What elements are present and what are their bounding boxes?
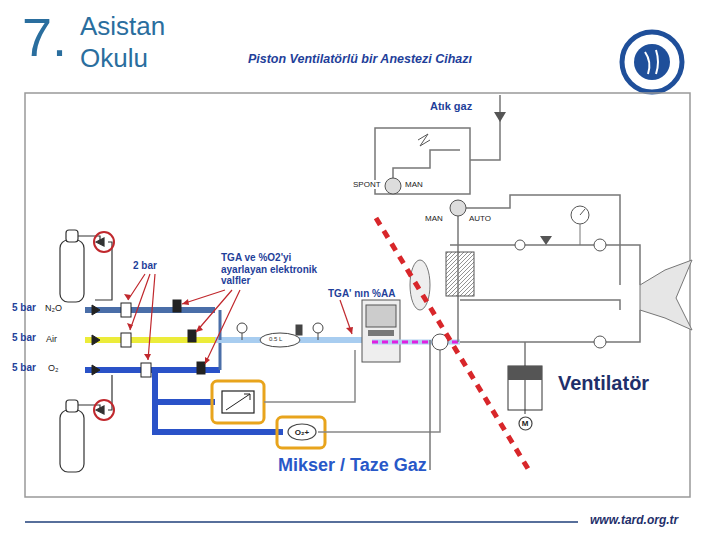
patient-y-piece <box>640 260 692 330</box>
highlight-circle <box>94 400 114 420</box>
mixer-valve <box>222 391 254 413</box>
section-label: Ventilatör <box>558 372 649 395</box>
gas-name: N₂O <box>44 303 63 313</box>
logo-word: Okulu <box>80 44 148 74</box>
gas-name: O₂ <box>47 363 60 373</box>
absorber-canister <box>446 252 474 296</box>
vaporizer-note: TGA' nın %AA <box>328 288 395 300</box>
emblem-core <box>634 44 670 80</box>
valve-label: MAN <box>424 214 444 223</box>
valve-note: TGA ve %O2'yi ayarlayan elektronik valfl… <box>221 252 333 287</box>
footer-url: www.tard.org.tr <box>590 514 678 528</box>
pressure-label: 5 bar <box>12 362 36 374</box>
motor-circle: M <box>518 416 533 431</box>
gas-cylinder <box>60 230 84 472</box>
highlight-circle <box>94 232 114 252</box>
mixer-highlight <box>277 417 325 448</box>
logo-word: Asistan <box>80 12 165 42</box>
gas-pipe <box>85 310 372 432</box>
valve-label: SPONT <box>352 180 382 189</box>
node-text: M <box>522 419 529 428</box>
vaporizer <box>362 300 400 362</box>
logo-number: 7. <box>22 6 67 68</box>
node-text: O₂+ <box>295 428 309 437</box>
waste-gas-label: Atık gaz <box>430 100 472 113</box>
pressure-label: 2 bar <box>133 260 157 272</box>
pressure-label: 5 bar <box>12 302 36 314</box>
flowmeter-label: 0.5 L <box>269 336 282 343</box>
valve-label: MAN <box>404 180 424 189</box>
mixer-highlight <box>212 381 264 423</box>
gas-name: Air <box>45 334 58 344</box>
footer-rule <box>25 521 578 523</box>
emblem <box>622 32 682 92</box>
diagram-frame <box>25 93 690 497</box>
pressure-label: 5 bar <box>12 332 36 344</box>
callout-arrow <box>128 274 352 364</box>
section-label: Mikser / Taze Gaz <box>278 455 427 476</box>
divider-line <box>376 218 530 472</box>
pressure-gauge <box>571 206 589 224</box>
oxygen-flush-circle: O₂+ <box>287 423 317 441</box>
valve-label: AUTO <box>468 214 492 223</box>
